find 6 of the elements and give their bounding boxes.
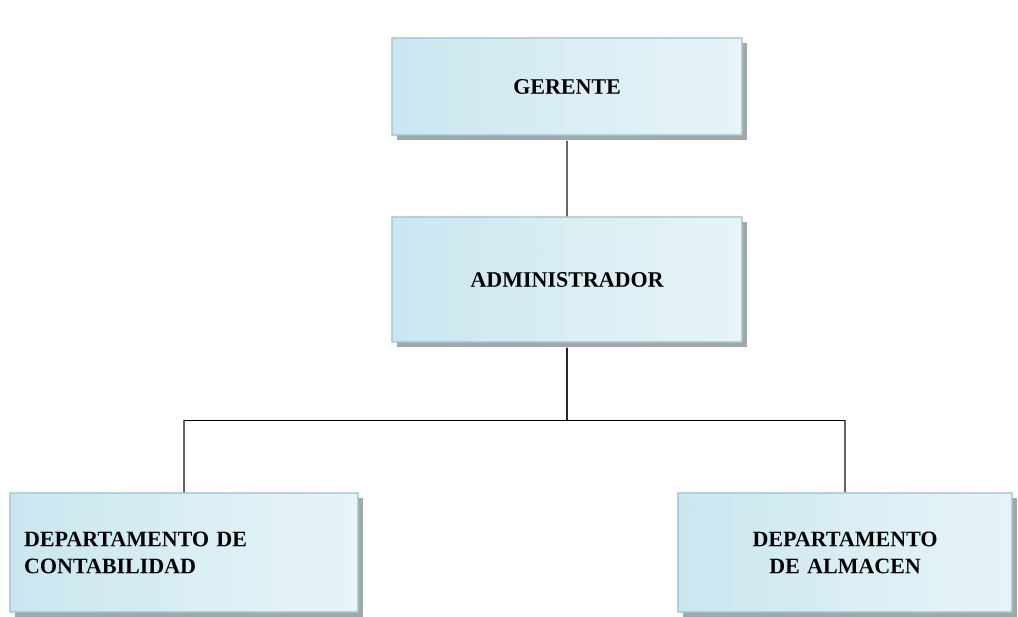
connector-line xyxy=(566,140,568,217)
org-box: GERENTE xyxy=(391,37,747,140)
org-box: DEPARTAMENTO DE CONTABILIDAD xyxy=(9,492,363,617)
org-box: ADMINISTRADOR xyxy=(391,216,747,347)
connector-line xyxy=(566,347,846,493)
org-box: DEPARTAMENTO DE ALMACEN xyxy=(677,492,1017,617)
